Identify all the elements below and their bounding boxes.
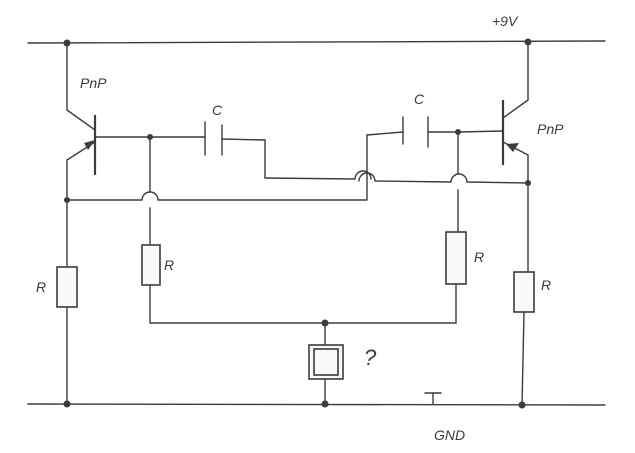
resistor-left-outer xyxy=(56,266,78,308)
transistor-right xyxy=(501,42,529,184)
unknown-label: ? xyxy=(364,345,377,370)
ground-rail xyxy=(27,403,606,406)
unknown-component-inner xyxy=(313,348,339,376)
cross-wire-right xyxy=(358,172,529,184)
ground-label: GND xyxy=(434,427,465,443)
supply-label: +9V xyxy=(492,13,519,29)
resistor-right-inner xyxy=(445,231,467,285)
capacitor-left-label: C xyxy=(212,102,223,118)
resistor-label-2: R xyxy=(164,257,174,273)
capacitor-right-label: C xyxy=(414,91,425,107)
resistor-label-4: R xyxy=(541,277,551,293)
capacitor-right xyxy=(402,116,459,148)
transistor-left xyxy=(66,42,97,201)
cross-wire-top xyxy=(264,170,372,180)
transistor-right-label: PnP xyxy=(537,121,564,137)
resistor-right-outer xyxy=(513,271,535,313)
junction-dots xyxy=(63,38,532,409)
supply-rail xyxy=(27,40,606,44)
cross-wire-left xyxy=(66,178,368,201)
resistor-label-1: R xyxy=(36,279,46,295)
resistor-label-3: R xyxy=(474,249,484,265)
resistor-left-inner xyxy=(141,244,161,286)
transistor-left-label: PnP xyxy=(80,75,107,91)
capacitor-left xyxy=(204,121,266,179)
